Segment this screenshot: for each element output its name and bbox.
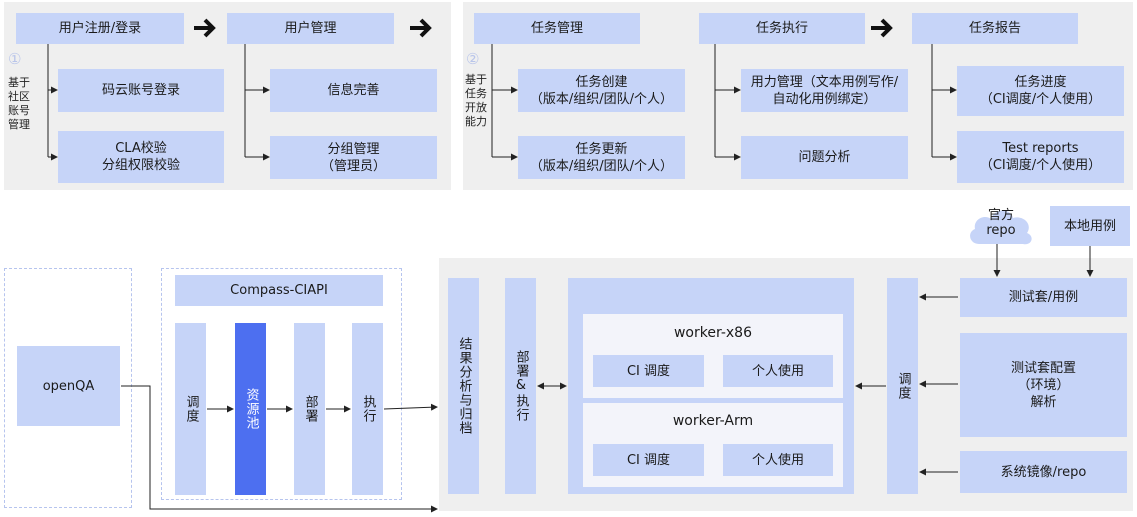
register-login-box: 用户注册/登录 (16, 13, 184, 44)
schedule-right-box: 调度 (887, 278, 918, 494)
worker-arm-label: worker-Arm (672, 413, 754, 429)
task-progress-box: 任务进度 （CI调度/个人使用） (957, 66, 1124, 116)
resource-pool-box: 资源池 (235, 323, 266, 495)
user-management-box: 用户管理 (227, 13, 394, 44)
case-management-box: 用力管理（文本用例写作/ 自动化用例绑定） (741, 69, 908, 112)
task-update-box: 任务更新 （版本/组织/团队/个人） (518, 136, 685, 179)
task-create-box: 任务创建 （版本/组织/团队/个人） (518, 69, 685, 112)
ci-schedule-x86-box: CI 调度 (593, 355, 704, 387)
local-cases-box: 本地用例 (1050, 206, 1130, 246)
step-1-number: ① (8, 50, 22, 68)
official-repo-label: 官方 repo (986, 208, 1016, 238)
suite-config-box: 测试套配置 （环境） 解析 (960, 333, 1127, 437)
task-execution-box: 任务执行 (699, 13, 865, 44)
task-management-box: 任务管理 (474, 13, 640, 44)
info-complete-box: 信息完善 (270, 69, 437, 112)
issue-analysis-box: 问题分析 (741, 136, 908, 179)
deploy-left-box: 部署 (294, 323, 325, 495)
task-side-label: 基于 任务 开放 能力 (465, 73, 487, 128)
account-side-label: 基于 社区 账号 管理 (8, 76, 30, 131)
personal-use-x86-box: 个人使用 (723, 355, 833, 387)
test-reports-box: Test reports （CI调度/个人使用） (957, 131, 1124, 183)
gitee-login-box: 码云账号登录 (58, 69, 224, 112)
cloud-icon (970, 210, 1032, 245)
ci-schedule-arm-box: CI 调度 (593, 444, 704, 476)
group-management-box: 分组管理 （管理员） (270, 136, 437, 179)
personal-use-arm-box: 个人使用 (723, 444, 833, 476)
schedule-left-box: 调度 (175, 323, 206, 495)
system-image-box: 系统镜像/repo (960, 451, 1127, 493)
execute-left-box: 执行 (352, 323, 383, 495)
deploy-execute-box: 部署&执行 (505, 278, 536, 494)
worker-x86-label: worker-x86 (673, 325, 752, 341)
openqa-box: openQA (17, 346, 120, 426)
test-suite-box: 测试套/用例 (960, 278, 1127, 317)
task-report-box: 任务报告 (912, 13, 1078, 44)
compass-ciapi-box: Compass-CIAPI (175, 275, 383, 306)
result-analysis-box: 结果分析与归档 (448, 278, 479, 494)
cla-check-box: CLA校验 分组权限校验 (58, 131, 224, 183)
step-2-number: ② (466, 50, 480, 68)
